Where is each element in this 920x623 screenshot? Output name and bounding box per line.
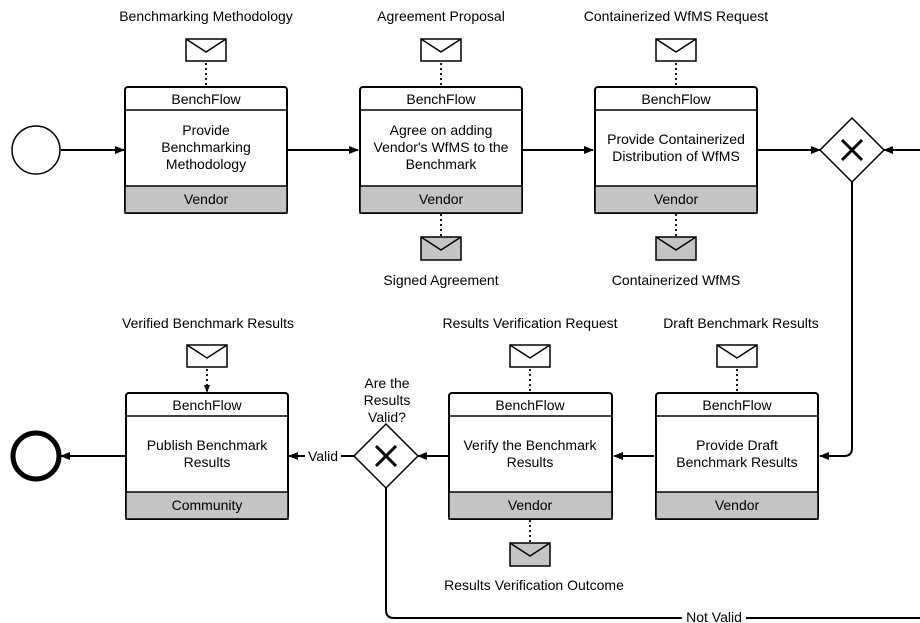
- task-4-role: Vendor: [715, 497, 760, 513]
- task-6-line-2: Results: [184, 454, 231, 470]
- task-2-role: Vendor: [419, 191, 464, 207]
- envelope-filled-icon: [420, 236, 462, 261]
- task-5-role: Vendor: [508, 497, 553, 513]
- incoming-message-5: Results Verification Request: [442, 315, 618, 392]
- task-3-participant: BenchFlow: [641, 91, 711, 107]
- incoming-message-4: Draft Benchmark Results: [663, 315, 819, 392]
- task-2-line-1: Agree on adding: [390, 122, 493, 138]
- task-3-role: Vendor: [654, 191, 699, 207]
- outgoing-message-2-label: Containerized WfMS: [612, 272, 740, 288]
- outgoing-message-3-label: Results Verification Outcome: [444, 577, 624, 593]
- outgoing-message-1: Signed Agreement: [383, 214, 499, 288]
- envelope-icon: [186, 344, 228, 368]
- task-2-participant: BenchFlow: [406, 91, 476, 107]
- task-6-role: Community: [172, 497, 243, 513]
- task-verify-benchmark-results[interactable]: BenchFlow Verify the Benchmark Results V…: [448, 392, 613, 520]
- incoming-message-1-label: Benchmarking Methodology: [119, 8, 293, 24]
- incoming-message-2-label: Agreement Proposal: [377, 8, 505, 24]
- end-event: [10, 430, 62, 482]
- task-provide-draft-benchmark-results[interactable]: BenchFlow Provide Draft Benchmark Result…: [655, 392, 819, 520]
- gateway-question: Are the Results Valid?: [364, 375, 411, 425]
- valid-flow-label: Valid: [308, 448, 338, 464]
- flow-not-valid-loop: [385, 488, 920, 619]
- incoming-message-1: Benchmarking Methodology: [119, 8, 293, 86]
- outgoing-message-2: Containerized WfMS: [612, 214, 740, 288]
- task-provide-containerized-distribution[interactable]: BenchFlow Provide Containerized Distribu…: [594, 86, 758, 214]
- task-5-line-2: Results: [507, 454, 554, 470]
- task-6-participant: BenchFlow: [172, 397, 242, 413]
- task-4-participant: BenchFlow: [702, 397, 772, 413]
- incoming-message-2: Agreement Proposal: [377, 8, 505, 86]
- gateway-question-line-2: Results: [364, 392, 411, 408]
- task-publish-benchmark-results[interactable]: BenchFlow Publish Benchmark Results Comm…: [125, 392, 289, 520]
- incoming-message-6-label: Verified Benchmark Results: [122, 315, 294, 331]
- task-1-line-3: Methodology: [166, 156, 246, 172]
- task-2-line-2: Vendor's WfMS to the: [374, 139, 509, 155]
- gateway-question-line-3: Valid?: [368, 409, 406, 425]
- task-1-line-1: Provide: [182, 122, 230, 138]
- start-event: [11, 125, 61, 175]
- incoming-message-6: Verified Benchmark Results: [122, 315, 294, 393]
- envelope-icon: [185, 38, 227, 62]
- task-1-line-2: Benchmarking: [161, 139, 251, 155]
- task-1-role: Vendor: [184, 191, 229, 207]
- envelope-icon: [509, 344, 551, 368]
- task-4-line-1: Provide Draft: [696, 437, 778, 453]
- sequence-flows: [60, 146, 920, 619]
- incoming-message-3: Containerized WfMS Request: [584, 8, 769, 86]
- not-valid-flow-label: Not Valid: [686, 609, 742, 623]
- envelope-filled-icon: [655, 236, 697, 261]
- task-3-line-2: Distribution of WfMS: [612, 148, 740, 164]
- task-provide-benchmarking-methodology[interactable]: BenchFlow Provide Benchmarking Methodolo…: [124, 86, 288, 214]
- envelope-icon: [655, 38, 697, 62]
- task-5-line-1: Verify the Benchmark: [463, 437, 597, 453]
- task-3-line-1: Provide Containerized: [607, 131, 745, 147]
- incoming-message-4-label: Draft Benchmark Results: [663, 315, 819, 331]
- envelope-icon: [420, 38, 462, 62]
- envelope-icon: [716, 344, 758, 368]
- incoming-message-3-label: Containerized WfMS Request: [584, 8, 769, 24]
- outgoing-message-1-label: Signed Agreement: [383, 272, 498, 288]
- flow-gateway-to-draft: [819, 182, 853, 460]
- gateway-top: [818, 116, 886, 184]
- incoming-message-5-label: Results Verification Request: [442, 315, 617, 331]
- task-5-participant: BenchFlow: [495, 397, 565, 413]
- envelope-filled-icon: [509, 542, 551, 567]
- gateway-results-valid: [352, 422, 420, 490]
- task-agree-on-adding-wfms[interactable]: BenchFlow Agree on adding Vendor's WfMS …: [359, 86, 523, 214]
- task-2-line-3: Benchmark: [406, 156, 478, 172]
- gateway-question-line-1: Are the: [364, 375, 409, 391]
- task-4-line-2: Benchmark Results: [676, 454, 797, 470]
- task-6-line-1: Publish Benchmark: [147, 437, 269, 453]
- outgoing-message-3: Results Verification Outcome: [444, 520, 624, 593]
- task-1-participant: BenchFlow: [171, 91, 241, 107]
